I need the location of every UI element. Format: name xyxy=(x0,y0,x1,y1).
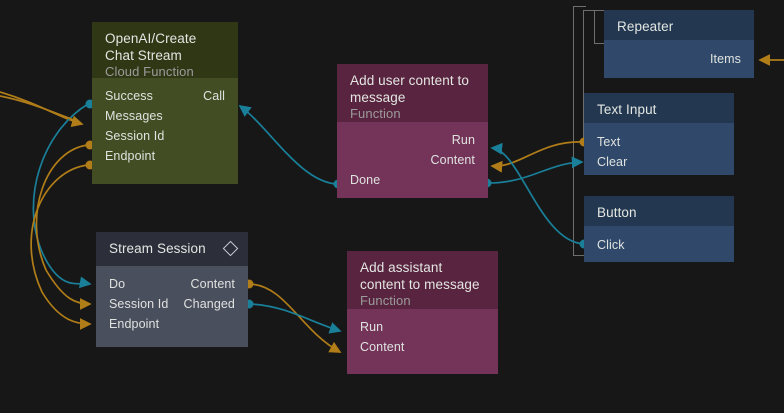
node-body: Text Clear xyxy=(584,123,734,175)
port-row[interactable]: Endpoint xyxy=(96,314,248,334)
output-port-changed[interactable]: Changed xyxy=(183,297,235,311)
node-body: Items xyxy=(604,40,754,78)
input-port-text[interactable]: Text xyxy=(597,135,621,149)
node-subtitle: Cloud Function xyxy=(105,64,194,79)
input-port-endpoint[interactable]: Endpoint xyxy=(105,149,156,163)
input-port-session-id[interactable]: Session Id xyxy=(109,297,169,311)
node-header[interactable]: OpenAI/Create Chat Stream Cloud Function xyxy=(92,22,238,79)
group-bracket-outer xyxy=(573,6,586,256)
port-row[interactable]: Clear xyxy=(584,152,734,172)
node-header[interactable]: Add assistant content to message Functio… xyxy=(347,251,498,309)
port-row[interactable]: Items xyxy=(604,49,754,69)
node-subtitle: Function xyxy=(360,293,411,308)
port-row[interactable]: Do Content xyxy=(96,274,248,294)
node-title: OpenAI/Create Chat Stream xyxy=(105,31,197,63)
port-row[interactable]: Text xyxy=(584,132,734,152)
input-port-messages[interactable]: Messages xyxy=(105,109,163,123)
group-bracket-repeater xyxy=(594,10,605,44)
input-port-do[interactable]: Do xyxy=(109,277,126,291)
node-add-user-content-to-message[interactable]: Add user content to message Function Run… xyxy=(337,64,488,198)
port-row[interactable]: Done xyxy=(337,170,488,190)
port-row[interactable]: Run xyxy=(337,130,488,150)
port-row[interactable]: Content xyxy=(347,337,498,357)
port-row[interactable]: Run xyxy=(347,317,498,337)
output-port-items[interactable]: Items xyxy=(709,52,741,66)
input-port-click[interactable]: Click xyxy=(597,238,625,252)
node-body: Do Content Session Id Changed Endpoint xyxy=(96,266,248,347)
output-port-run[interactable]: Run xyxy=(451,133,475,147)
node-repeater[interactable]: Repeater Items xyxy=(604,10,754,78)
input-port-success[interactable]: Success xyxy=(105,89,153,103)
node-title: Text Input xyxy=(597,102,657,117)
port-row[interactable]: Success Call xyxy=(92,86,238,106)
input-port-content[interactable]: Content xyxy=(360,340,405,354)
node-header[interactable]: Text Input xyxy=(584,93,734,123)
node-body: Run Content Done xyxy=(337,122,488,198)
port-row[interactable]: Endpoint xyxy=(92,146,238,166)
node-body: Run Content xyxy=(347,309,498,374)
node-text-input[interactable]: Text Input Text Clear xyxy=(584,93,734,175)
node-title: Add assistant content to message xyxy=(360,260,480,292)
input-port-endpoint[interactable]: Endpoint xyxy=(109,317,160,331)
node-button[interactable]: Button Click xyxy=(584,196,734,262)
node-title: Add user content to message xyxy=(350,73,469,105)
output-port-call[interactable]: Call xyxy=(203,89,225,103)
port-row[interactable]: Session Id Changed xyxy=(96,294,248,314)
node-stream-session[interactable]: Stream Session Do Content Session Id Cha… xyxy=(96,232,248,347)
node-header[interactable]: Button xyxy=(584,196,734,226)
output-port-content[interactable]: Content xyxy=(190,277,235,291)
node-title: Button xyxy=(597,205,637,220)
port-row[interactable]: Session Id xyxy=(92,126,238,146)
input-port-done[interactable]: Done xyxy=(350,173,381,187)
node-body: Click xyxy=(584,226,734,262)
output-port-content[interactable]: Content xyxy=(430,153,475,167)
node-header[interactable]: Add user content to message Function xyxy=(337,64,488,122)
node-title: Repeater xyxy=(617,19,674,34)
input-port-clear[interactable]: Clear xyxy=(597,155,628,169)
input-port-run[interactable]: Run xyxy=(360,320,384,334)
input-port-session-id[interactable]: Session Id xyxy=(105,129,165,143)
node-subtitle: Function xyxy=(350,106,401,121)
node-header[interactable]: Stream Session xyxy=(96,232,248,266)
node-body: Success Call Messages Session Id Endpoin… xyxy=(92,78,238,184)
port-row[interactable]: Click xyxy=(584,235,734,255)
node-header[interactable]: Repeater xyxy=(604,10,754,40)
node-openai-create-chat-stream[interactable]: OpenAI/Create Chat Stream Cloud Function… xyxy=(92,22,238,184)
port-row[interactable]: Content xyxy=(337,150,488,170)
port-row[interactable]: Messages xyxy=(92,106,238,126)
node-title: Stream Session xyxy=(109,241,206,256)
node-add-assistant-content-to-message[interactable]: Add assistant content to message Functio… xyxy=(347,251,498,374)
